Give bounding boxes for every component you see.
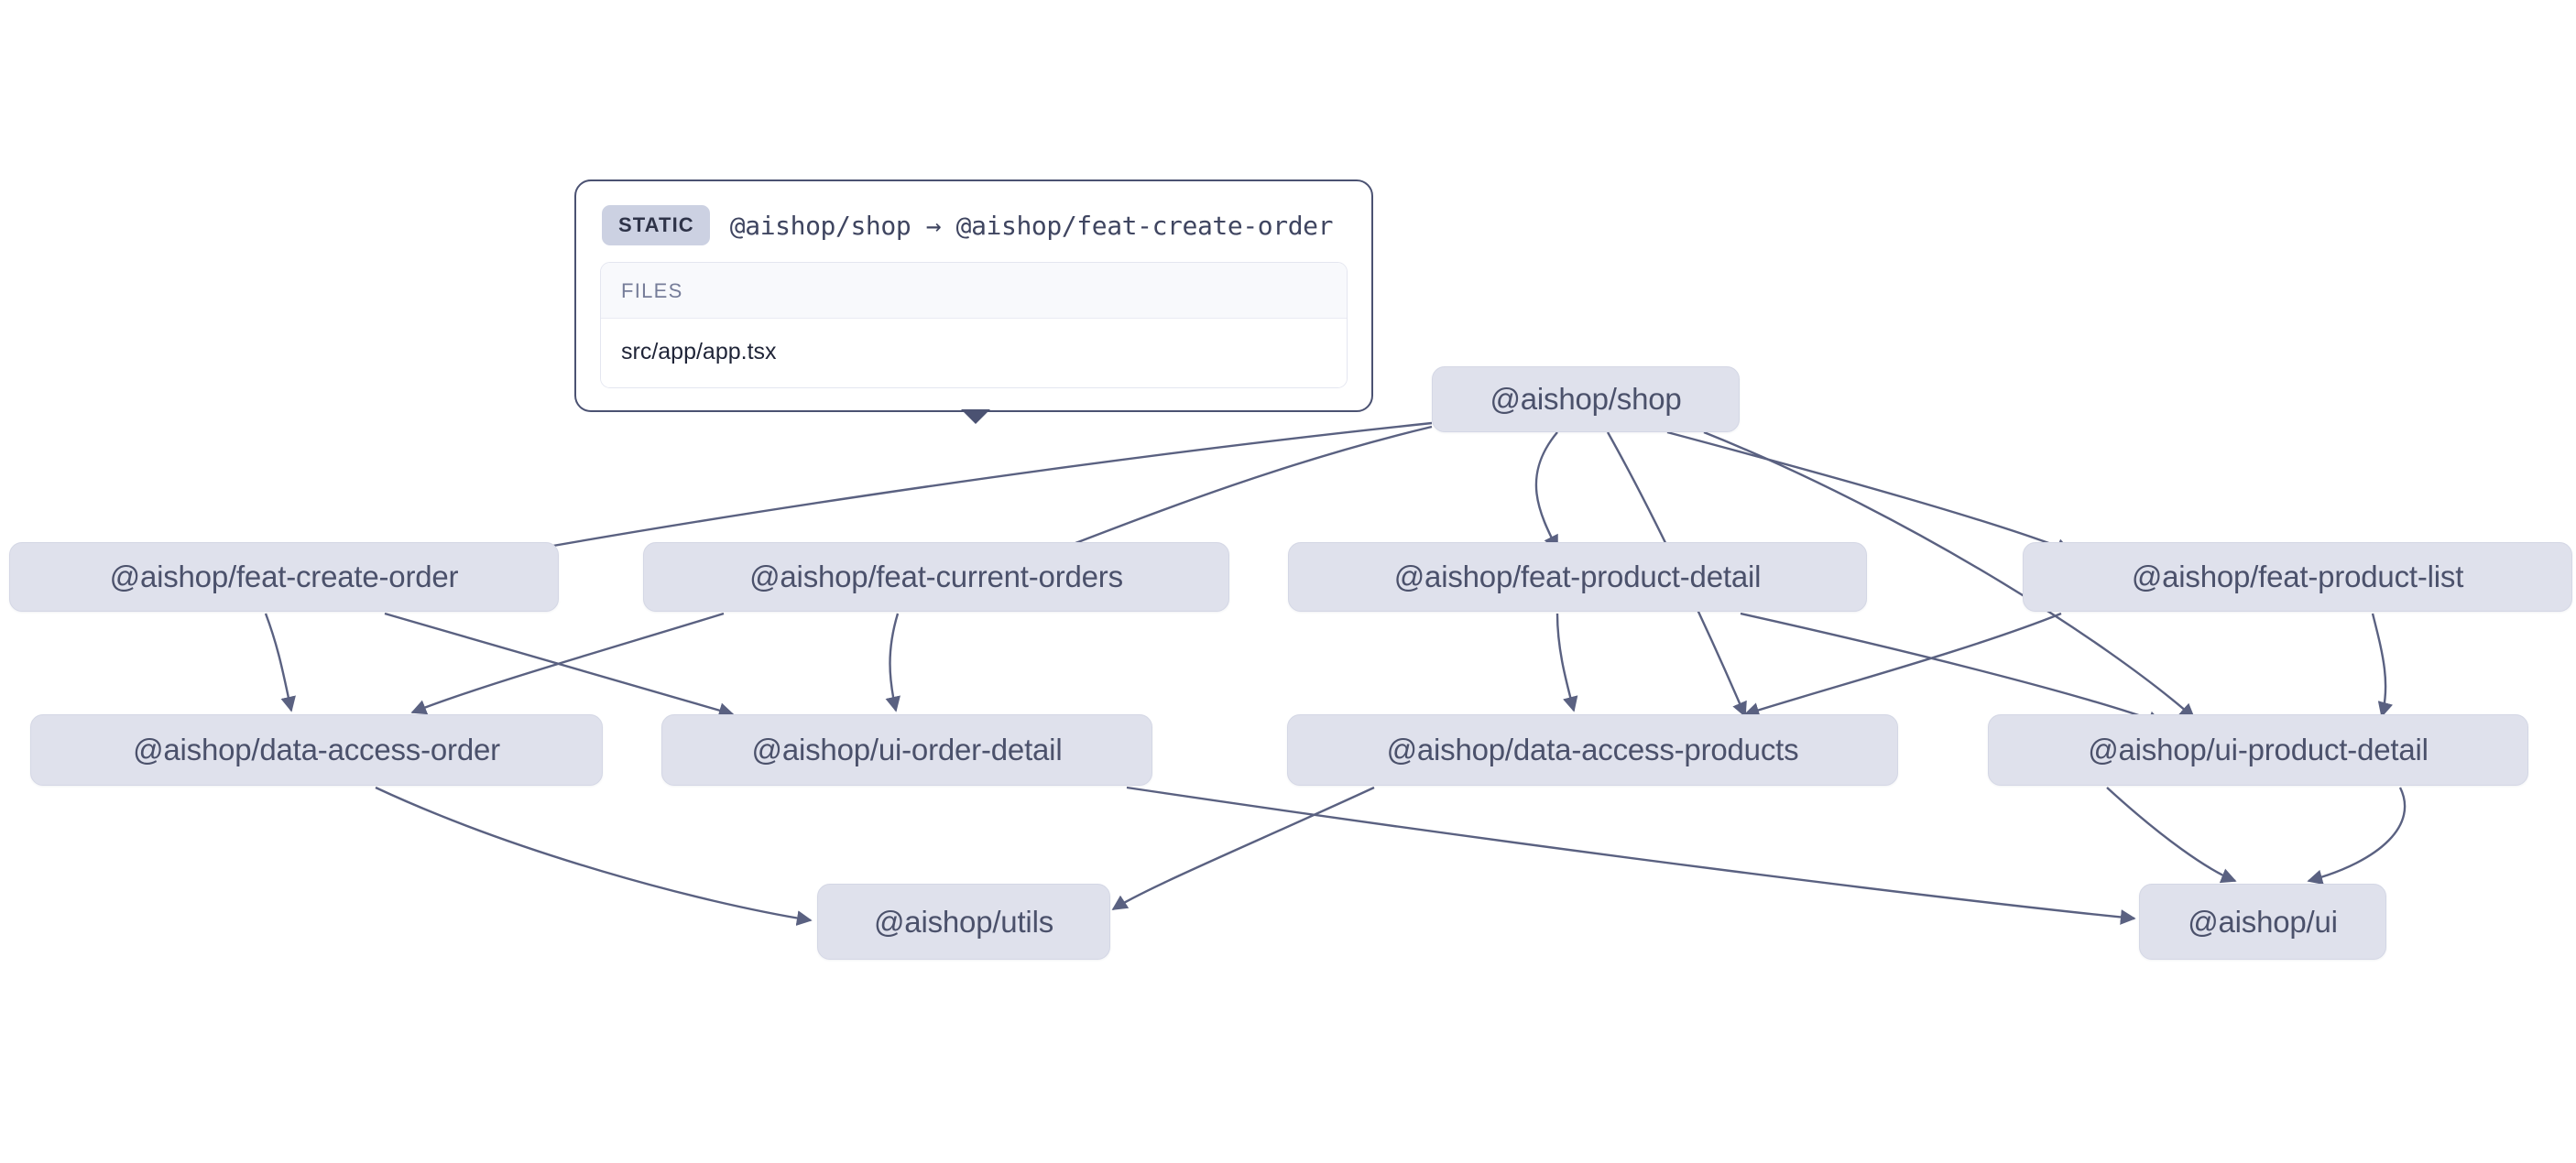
graph-node-label: @aishop/ui-order-detail <box>751 733 1063 766</box>
graph-edge-ui-order-detail-to-ui[interactable] <box>1126 786 2136 925</box>
tooltip-title: @aishop/shop → @aishop/feat-create-order <box>729 210 1334 241</box>
graph-edge-shop-to-feat-current-orders[interactable] <box>1038 425 1433 560</box>
graph-node-data-access-products[interactable]: @aishop/data-access-products <box>1287 714 1898 786</box>
graph-node-label: @aishop/ui-product-detail <box>2088 733 2429 766</box>
files-section-label: FILES <box>601 263 1347 319</box>
tooltip-header: STATIC @aishop/shop → @aishop/feat-creat… <box>600 201 1348 262</box>
graph-edge-feat-current-orders-to-ui-order-detail[interactable] <box>885 613 901 712</box>
graph-edge-shop-to-feat-create-order[interactable] <box>479 421 1433 564</box>
graph-node-data-access-order[interactable]: @aishop/data-access-order <box>30 714 603 786</box>
graph-edge-data-access-order-to-utils[interactable] <box>375 786 813 926</box>
graph-node-label: @aishop/ui <box>2188 904 2338 939</box>
graph-node-feat-current-orders[interactable]: @aishop/feat-current-orders <box>643 542 1229 612</box>
graph-node-shop[interactable]: @aishop/shop <box>1432 366 1740 432</box>
graph-edge-feat-product-list-to-ui-product-detail[interactable] <box>2371 613 2394 718</box>
graph-node-feat-product-detail[interactable]: @aishop/feat-product-detail <box>1288 542 1867 612</box>
graph-edge-ui-product-detail-to-ui[interactable] <box>2106 787 2237 884</box>
graph-node-ui-order-detail[interactable]: @aishop/ui-order-detail <box>661 714 1152 786</box>
graph-node-label: @aishop/utils <box>874 904 1053 939</box>
graph-node-label: @aishop/feat-current-orders <box>749 560 1123 593</box>
graph-node-label: @aishop/data-access-order <box>133 733 500 766</box>
graph-edge-data-access-products-to-utils[interactable] <box>1111 786 1375 911</box>
graph-node-feat-create-order[interactable]: @aishop/feat-create-order <box>9 542 559 612</box>
graph-node-label: @aishop/data-access-products <box>1386 733 1799 766</box>
graph-edge-ui-product-detail-to-ui[interactable] <box>2307 787 2407 886</box>
graph-node-label: @aishop/feat-product-detail <box>1393 560 1762 593</box>
graph-edge-shop-to-feat-product-detail[interactable] <box>1534 431 1559 551</box>
edge-detail-tooltip[interactable]: STATIC @aishop/shop → @aishop/feat-creat… <box>574 179 1373 424</box>
graph-edge-feat-product-detail-to-ui-product-detail[interactable] <box>1740 612 2164 726</box>
file-row: src/app/app.tsx <box>601 319 1347 387</box>
graph-edge-feat-product-list-to-data-access-products[interactable] <box>1743 612 2062 718</box>
static-badge: STATIC <box>602 205 710 245</box>
graph-edge-shop-to-feat-product-list[interactable] <box>1666 430 2072 554</box>
graph-node-label: @aishop/feat-create-order <box>109 560 459 593</box>
graph-node-utils[interactable]: @aishop/utils <box>817 884 1110 960</box>
graph-node-label: @aishop/feat-product-list <box>2131 560 2464 593</box>
graph-edge-feat-product-detail-to-data-access-products[interactable] <box>1555 613 1578 712</box>
graph-node-ui-product-detail[interactable]: @aishop/ui-product-detail <box>1988 714 2528 786</box>
files-list: src/app/app.tsx <box>601 319 1347 387</box>
graph-edge-feat-current-orders-to-data-access-order[interactable] <box>410 612 725 715</box>
graph-edge-feat-create-order-to-ui-order-detail[interactable] <box>384 612 735 718</box>
graph-node-feat-product-list[interactable]: @aishop/feat-product-list <box>2023 542 2572 612</box>
graph-node-label: @aishop/shop <box>1490 382 1682 416</box>
graph-node-ui[interactable]: @aishop/ui <box>2139 884 2386 960</box>
graph-edge-feat-create-order-to-data-access-order[interactable] <box>264 613 296 712</box>
files-panel: FILES src/app/app.tsx <box>600 262 1348 388</box>
